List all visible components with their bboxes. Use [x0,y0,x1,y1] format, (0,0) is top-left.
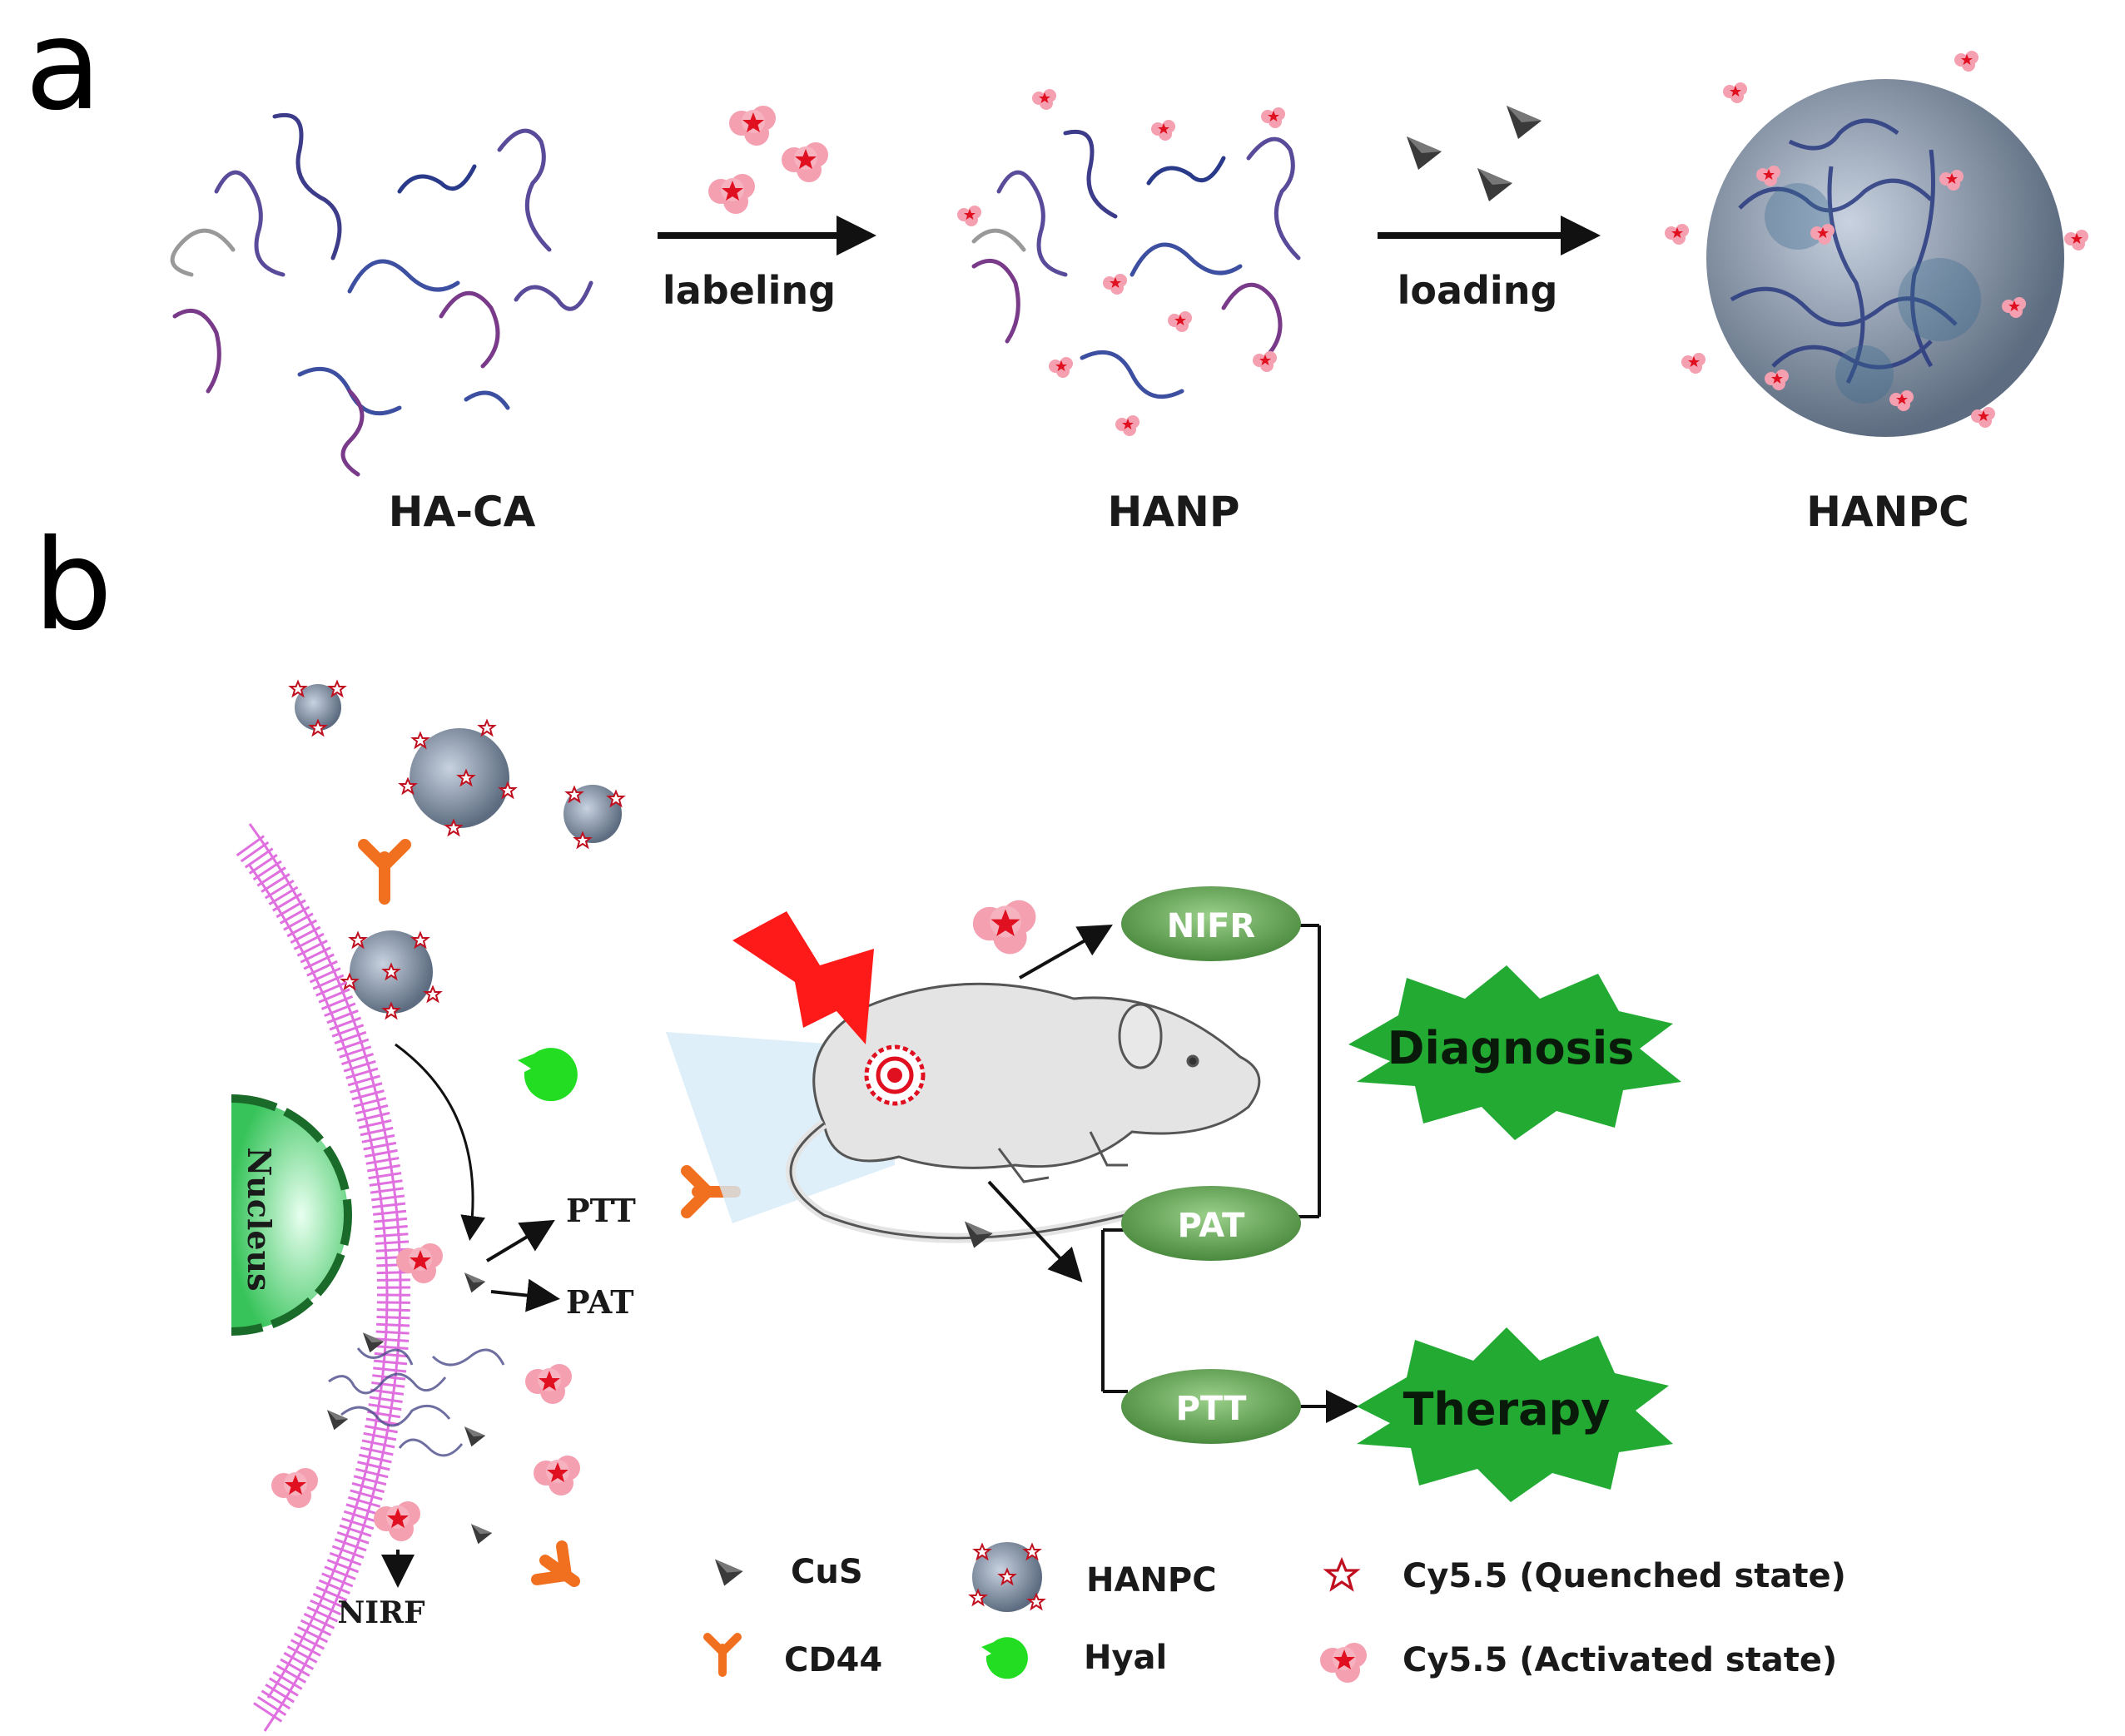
outcome-diagnosis-label: Diagnosis [1388,1022,1635,1074]
legend-label-cd44: CD44 [784,1641,882,1679]
dye-icon [2064,230,2088,250]
modality-nifr: NIFR [1121,886,1301,961]
legend-label-cy55-activated: Cy5.5 (Activated state) [1403,1641,1837,1679]
dye-icon [782,142,828,182]
hanp-polymer-illustration [971,130,1301,399]
dye-icon [525,1364,572,1404]
legend-label-hanpc: HANPC [1086,1561,1217,1600]
ha-ca-polymer-illustration [170,113,593,477]
legend-label-cus: CuS [791,1553,863,1591]
dye-icon [1954,51,1979,72]
dye-icon [1032,89,1056,110]
dye-icon [1115,415,1139,436]
dye-icon [1103,274,1127,295]
cell-output-ptt: PTT [566,1192,636,1229]
legend-label-hyal: Hyal [1084,1639,1167,1677]
extracellular-nanoparticles [290,681,624,1019]
cy55-quenched-icon [1323,1556,1361,1592]
outcome-diagnosis: Diagnosis [1348,965,1681,1140]
dye-icon [1665,224,1689,245]
hyal-icon [981,1637,1028,1679]
nucleus-label: Nucleus [241,1147,278,1291]
tumor-icon [864,1044,926,1106]
legend: CuS CD44 HANPC Hyal Cy5.5 (Quenched stat… [703,1542,1846,1683]
arrow-label-labeling: labeling [663,268,836,313]
dye-icon [957,206,981,226]
mouse-illustration [786,982,1261,1243]
dye-icon [534,1456,580,1495]
modality-nifr-label: NIFR [1167,907,1255,945]
dye-icon [1681,353,1705,374]
hanpc-icon [970,1542,1045,1612]
dye-icon [972,900,1036,955]
laser-icon [732,911,874,1044]
panel-label-b: b [33,513,112,658]
cell-output-arrows [381,1219,560,1588]
stage-label-hanp: HANP [1107,488,1239,536]
cus-icon [471,1524,493,1545]
cus-icon [1407,136,1442,170]
cus-icon [363,1332,385,1353]
modality-ptt-label: PTT [1176,1390,1248,1428]
hyal-icon [518,1048,578,1102]
panel-label-a: a [25,0,102,138]
degraded-polymer [328,1347,505,1457]
hanpc-nanoparticle [1706,79,2064,437]
legend-label-cy55-quenched: Cy5.5 (Quenched state) [1403,1557,1846,1595]
dye-icon [1253,351,1277,372]
stage-label-hanpc: HANPC [1806,488,1969,536]
modality-pat-label: PAT [1178,1207,1245,1245]
cus-icon [1507,106,1542,139]
dye-icon [708,174,755,214]
dye-icon [1049,357,1073,378]
cell-output-nirf: NIRF [337,1595,425,1630]
cd44-receptor [531,1540,580,1587]
dye-icon [374,1501,420,1541]
arrow-label-loading: loading [1398,268,1558,313]
outcome-therapy-label: Therapy [1403,1383,1611,1436]
cd44-icon [703,1633,742,1677]
stage-label-ha-ca: HA-CA [389,488,536,536]
dye-icon [1168,311,1192,332]
modality-pat: PAT [1121,1186,1301,1261]
outcome-therapy: Therapy [1357,1327,1673,1502]
dye-icon [1261,107,1285,128]
cd44-receptor [358,839,411,905]
modality-ptt: PTT [1121,1369,1301,1444]
cus-icon [464,1272,486,1293]
dye-icon [271,1468,318,1508]
cus-icon [1477,168,1512,201]
internalization-arrow [395,1043,486,1241]
cell-output-pat: PAT [566,1283,634,1321]
dye-icon [1151,120,1175,141]
cus-icon [464,1426,486,1447]
nucleus [231,1094,352,1336]
cus-icon [715,1559,743,1586]
dye-icon [729,106,776,146]
dye-icon [1723,82,1747,103]
cell-membrane [236,823,410,1732]
cy55-activated-icon [1320,1643,1367,1683]
